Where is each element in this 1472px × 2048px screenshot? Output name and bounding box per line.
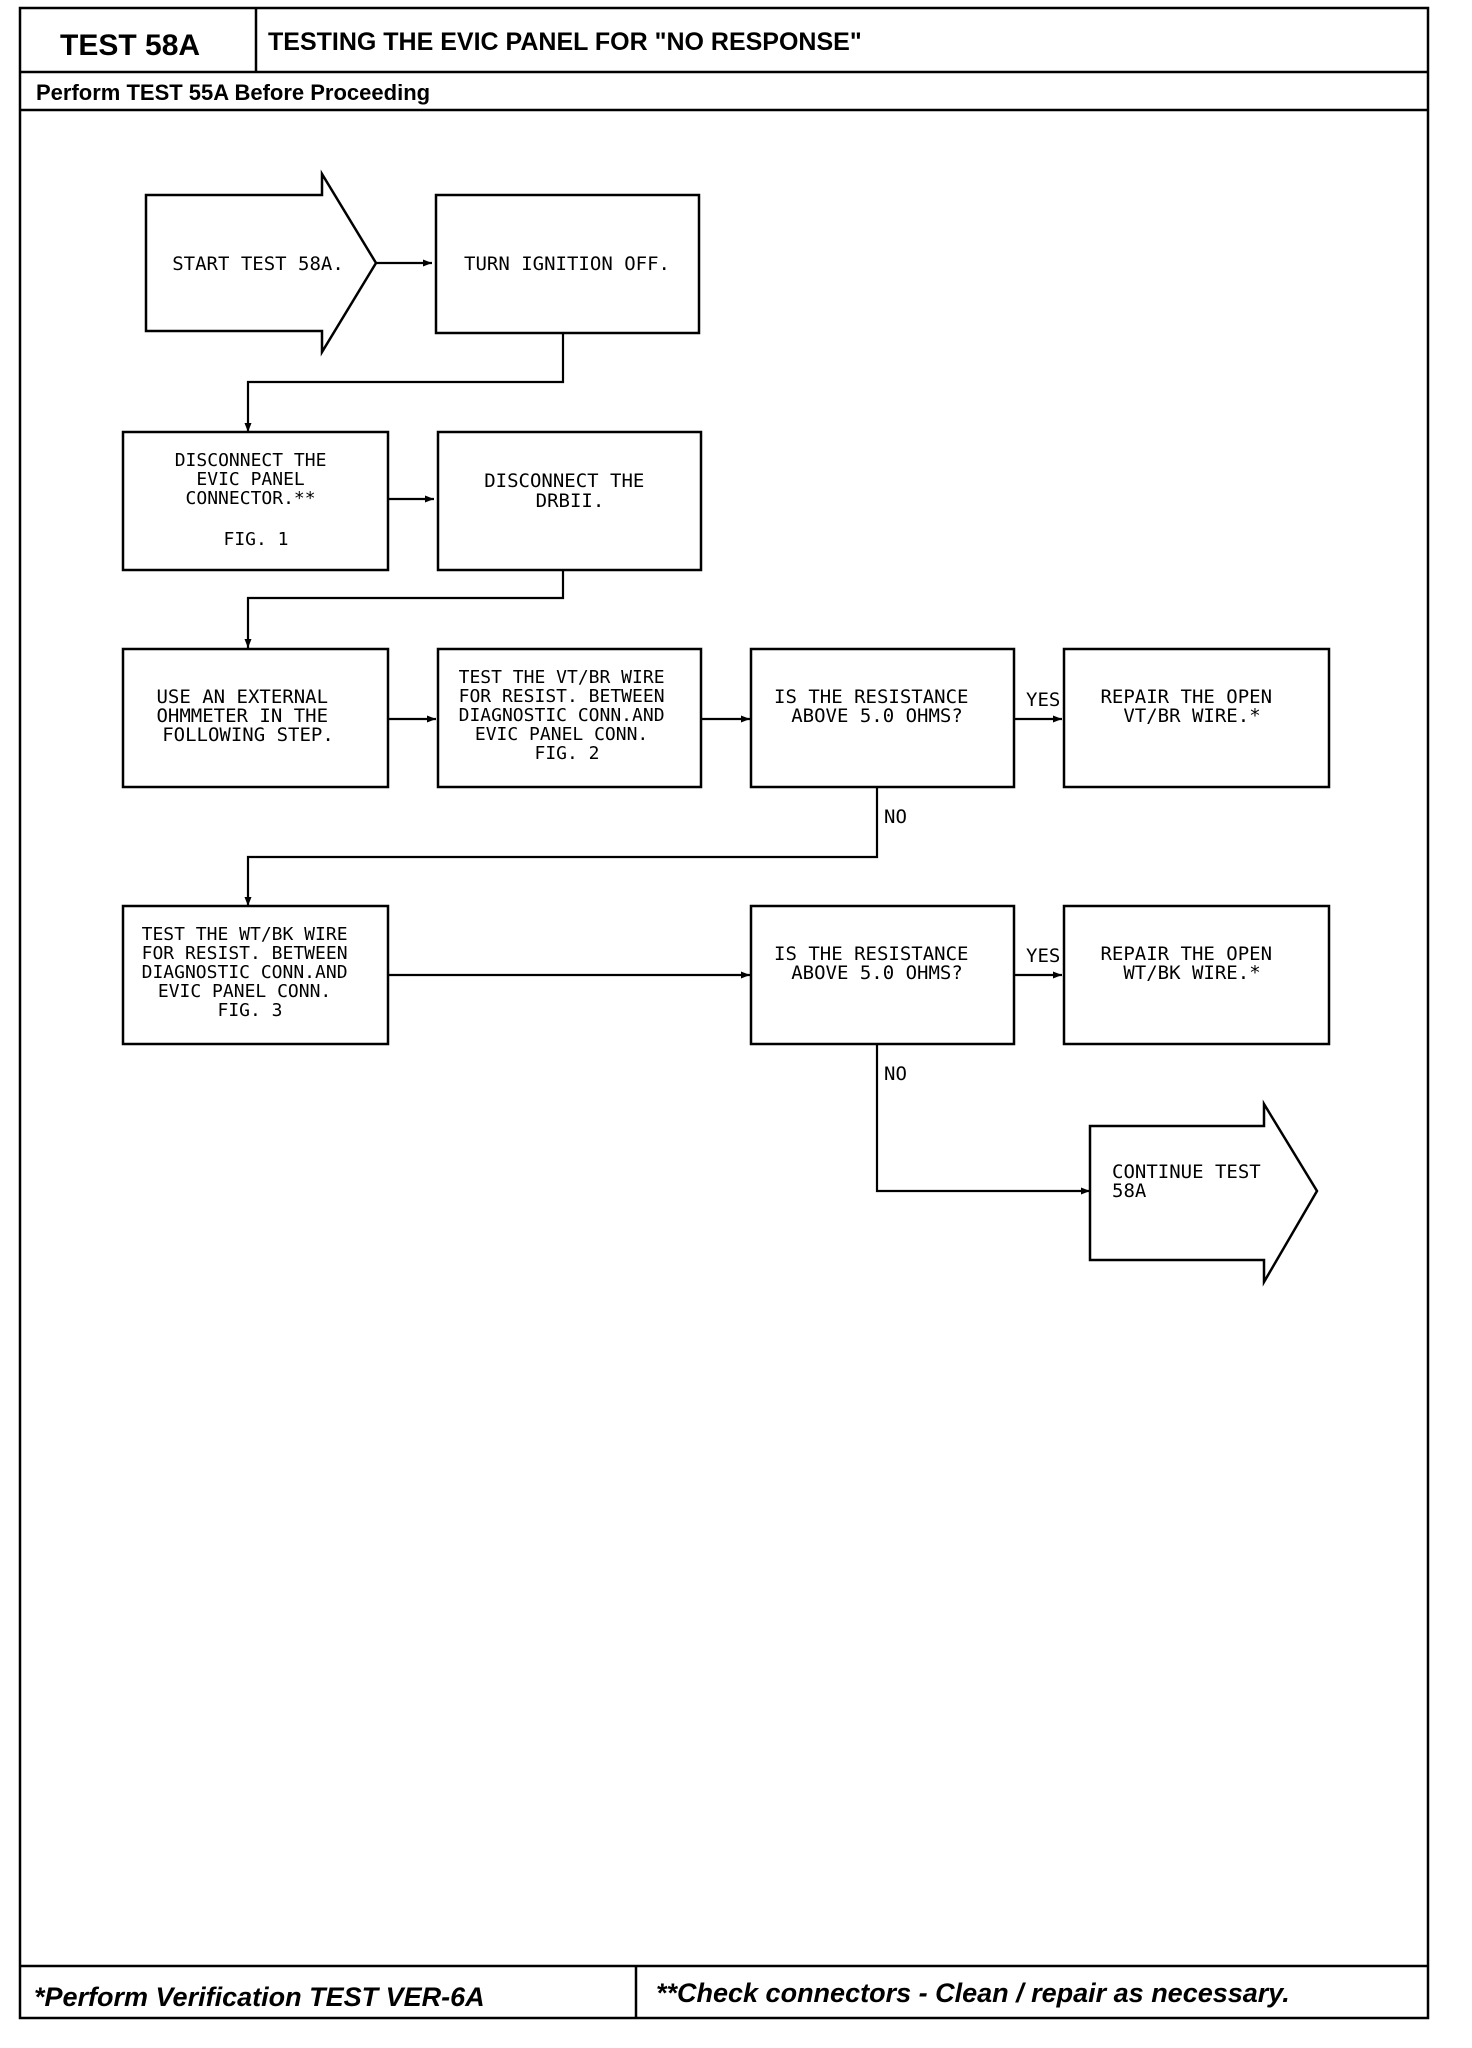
- disconnect-evic-text: DISCONNECT THE EVIC PANEL CONNECTOR.** F…: [175, 450, 338, 550]
- disconnect-drb-step: DISCONNECT THE DRBII.: [436, 430, 703, 572]
- test-vtbr-text: TEST THE VT/BR WIRE FOR RESIST. BETWEEN …: [459, 667, 676, 764]
- start-text: START TEST 58A.: [172, 253, 344, 275]
- disconnect-drb-text: DISCONNECT THE DRBII.: [484, 470, 656, 512]
- continue-text: CONTINUE TEST 58A: [1112, 1161, 1272, 1202]
- question-2-step: IS THE RESISTANCE ABOVE 5.0 OHMS?: [749, 904, 1016, 1046]
- start-node: START TEST 58A.: [144, 169, 378, 357]
- test-wtbk-step: TEST THE WT/BK WIRE FOR RESIST. BETWEEN …: [121, 904, 390, 1046]
- repair-vtbr-step: REPAIR THE OPEN VT/BR WIRE.*: [1062, 647, 1331, 789]
- page-frame: [18, 6, 1430, 2020]
- repair-wtbk-step: REPAIR THE OPEN WT/BK WIRE.*: [1062, 904, 1331, 1046]
- no-label-2: NO: [884, 1063, 907, 1085]
- ignition-off-text: TURN IGNITION OFF.: [464, 253, 670, 275]
- question-1-text: IS THE RESISTANCE ABOVE 5.0 OHMS?: [774, 686, 980, 727]
- disconnect-evic-step: DISCONNECT THE EVIC PANEL CONNECTOR.** F…: [121, 430, 390, 572]
- question-2-text: IS THE RESISTANCE ABOVE 5.0 OHMS?: [774, 943, 980, 984]
- prereq-text: Perform TEST 55A Before Proceeding: [36, 80, 430, 105]
- ignition-off-step: TURN IGNITION OFF.: [434, 193, 701, 335]
- repair-vtbr-text: REPAIR THE OPEN VT/BR WIRE.*: [1100, 686, 1283, 727]
- no-label-1: NO: [884, 806, 907, 828]
- footer-right-note: **Check connectors - Clean / repair as n…: [656, 1978, 1290, 2008]
- use-ohmmeter-step: USE AN EXTERNAL OHMMETER IN THE FOLLOWIN…: [121, 647, 390, 789]
- test-vtbr-step: TEST THE VT/BR WIRE FOR RESIST. BETWEEN …: [436, 647, 703, 789]
- test-title: TESTING THE EVIC PANEL FOR "NO RESPONSE": [268, 28, 862, 56]
- repair-wtbk-text: REPAIR THE OPEN WT/BK WIRE.*: [1100, 943, 1283, 984]
- yes-label-2: YES: [1026, 945, 1060, 967]
- test-wtbk-text: TEST THE WT/BK WIRE FOR RESIST. BETWEEN …: [142, 924, 359, 1021]
- flow-connectors: [244, 259, 1090, 1195]
- footer-left-note: *Perform Verification TEST VER-6A: [34, 1982, 485, 2012]
- yes-label-1: YES: [1026, 689, 1060, 711]
- use-ohmmeter-text: USE AN EXTERNAL OHMMETER IN THE FOLLOWIN…: [156, 686, 339, 746]
- question-1-step: IS THE RESISTANCE ABOVE 5.0 OHMS?: [749, 647, 1016, 789]
- continue-node: CONTINUE TEST 58A: [1088, 1099, 1319, 1287]
- test-id: TEST 58A: [60, 29, 200, 62]
